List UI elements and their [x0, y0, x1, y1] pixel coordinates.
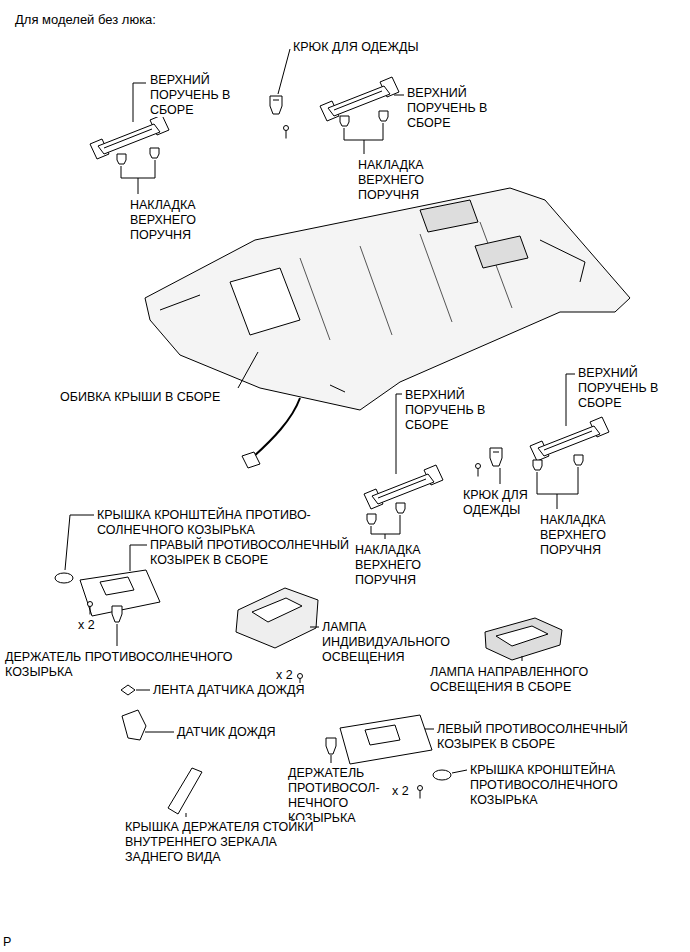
label-holder: КРЫШКА КРОНШТЕЙНА ПРОТИВОСОЛНЕЧНОГО КОЗЫ…	[470, 763, 650, 808]
part-label: ВЕРХНИЙ ПОРУЧЕНЬ В СБОРЕ	[150, 73, 230, 117]
label-holder: ДЕРЖАТЕЛЬ ПРОТИВОСОЛ- НЕЧНОГО КОЗЫРЬКА	[288, 766, 394, 826]
label-holder: ВЕРХНИЙ ПОРУЧЕНЬ В СБОРЕ	[407, 86, 502, 131]
quantity-note: x 2	[78, 618, 95, 632]
label-holder: x 2	[392, 784, 422, 799]
part-label: КРЮК ДЛЯ ОДЕЖДЫ	[293, 40, 419, 54]
part-label: ОБИВКА КРЫШИ В СБОРЕ	[60, 390, 220, 404]
label-holder: НАКЛАДКА ВЕРХНЕГО ПОРУЧНЯ	[358, 158, 453, 203]
part-label: ПРАВЫЙ ПРОТИВОСОЛНЕЧНЫЙ КОЗЫРЕК В СБОРЕ	[150, 538, 349, 567]
part-label: ВЕРХНИЙ ПОРУЧЕНЬ В СБОРЕ	[405, 388, 485, 432]
part-label: КРЫШКА КРОНШТЕЙНА ПРОТИВО- СОЛНЕЧНОГО КО…	[97, 508, 311, 537]
label-holder: ОБИВКА КРЫШИ В СБОРЕ	[60, 390, 260, 405]
label-holder: ЛАМПА НАПРАВЛЕННОГО ОСВЕЩЕНИЯ В СБОРЕ	[430, 665, 635, 695]
part-label: ВЕРХНИЙ ПОРУЧЕНЬ В СБОРЕ	[578, 366, 658, 410]
label-holder: x 2	[78, 618, 108, 633]
diagram-title: Для моделей без люка:	[15, 12, 156, 28]
part-label: КРЫШКА КРОНШТЕЙНА ПРОТИВОСОЛНЕЧНОГО КОЗЫ…	[470, 763, 618, 807]
label-holder: КРЫШКА ДЕРЖАТЕЛЯ СТОЙКИ ВНУТРЕННЕГО ЗЕРК…	[125, 820, 320, 865]
label-holder: НАКЛАДКА ВЕРХНЕГО ПОРУЧНЯ	[355, 543, 450, 588]
label-holder: НАКЛАДКА ВЕРХНЕГО ПОРУЧНЯ	[540, 513, 635, 558]
part-label: ЛАМПА НАПРАВЛЕННОГО ОСВЕЩЕНИЯ В СБОРЕ	[430, 665, 588, 694]
part-label: КРЮК ДЛЯ ОДЕЖДЫ	[463, 488, 528, 517]
part-label: ДАТЧИК ДОЖДЯ	[177, 725, 275, 739]
label-holder: ВЕРХНИЙ ПОРУЧЕНЬ В СБОРЕ	[405, 388, 500, 433]
part-label: ВЕРХНИЙ ПОРУЧЕНЬ В СБОРЕ	[407, 86, 487, 130]
roof-headliner	[145, 188, 630, 410]
quantity-note: x 2	[276, 668, 293, 682]
part-label: НАКЛАДКА ВЕРХНЕГО ПОРУЧНЯ	[130, 198, 196, 242]
part-label: ЛЕВЫЙ ПРОТИВОСОЛНЕЧНЫЙ КОЗЫРЕК В СБОРЕ	[437, 722, 628, 751]
part-label: P	[3, 935, 11, 949]
label-holder: КРЮК ДЛЯ ОДЕЖДЫ	[293, 40, 503, 55]
label-holder: x 2	[276, 668, 306, 683]
label-holder: ВЕРХНИЙ ПОРУЧЕНЬ В СБОРЕ	[578, 366, 673, 411]
label-holder: ПРАВЫЙ ПРОТИВОСОЛНЕЧНЫЙ КОЗЫРЕК В СБОРЕ	[150, 538, 380, 568]
label-holder: ДЕРЖАТЕЛЬ ПРОТИВОСОЛНЕЧНОГО КОЗЫРЬКА	[5, 650, 280, 680]
part-label: ДЕРЖАТЕЛЬ ПРОТИВОСОЛ- НЕЧНОГО КОЗЫРЬКА	[288, 766, 380, 825]
part-label: КРЫШКА ДЕРЖАТЕЛЯ СТОЙКИ ВНУТРЕННЕГО ЗЕРК…	[125, 820, 313, 864]
label-holder: P	[3, 935, 23, 950]
label-holder: ЛЕНТА ДАТЧИКА ДОЖДЯ	[153, 683, 373, 698]
label-holder: ВЕРХНИЙ ПОРУЧЕНЬ В СБОРЕ	[150, 73, 245, 118]
part-label: НАКЛАДКА ВЕРХНЕГО ПОРУЧНЯ	[355, 543, 421, 587]
part-label: ЛЕНТА ДАТЧИКА ДОЖДЯ	[153, 683, 304, 697]
label-holder: КРЫШКА КРОНШТЕЙНА ПРОТИВО- СОЛНЕЧНОГО КО…	[97, 508, 342, 538]
label-holder: НАКЛАДКА ВЕРХНЕГО ПОРУЧНЯ	[130, 198, 225, 243]
quantity-note: x 2	[392, 784, 409, 798]
part-label: ЛАМПА ИНДИВИДУАЛЬНОГО ОСВЕЩЕНИЯ	[322, 620, 450, 664]
label-holder: ДАТЧИК ДОЖДЯ	[177, 725, 337, 740]
part-label: НАКЛАДКА ВЕРХНЕГО ПОРУЧНЯ	[540, 513, 606, 557]
label-holder: ЛАМПА ИНДИВИДУАЛЬНОГО ОСВЕЩЕНИЯ	[322, 620, 472, 665]
part-label: ДЕРЖАТЕЛЬ ПРОТИВОСОЛНЕЧНОГО КОЗЫРЬКА	[5, 650, 233, 679]
label-holder: ЛЕВЫЙ ПРОТИВОСОЛНЕЧНЫЙ КОЗЫРЕК В СБОРЕ	[437, 722, 667, 752]
part-label: НАКЛАДКА ВЕРХНЕГО ПОРУЧНЯ	[358, 158, 424, 202]
